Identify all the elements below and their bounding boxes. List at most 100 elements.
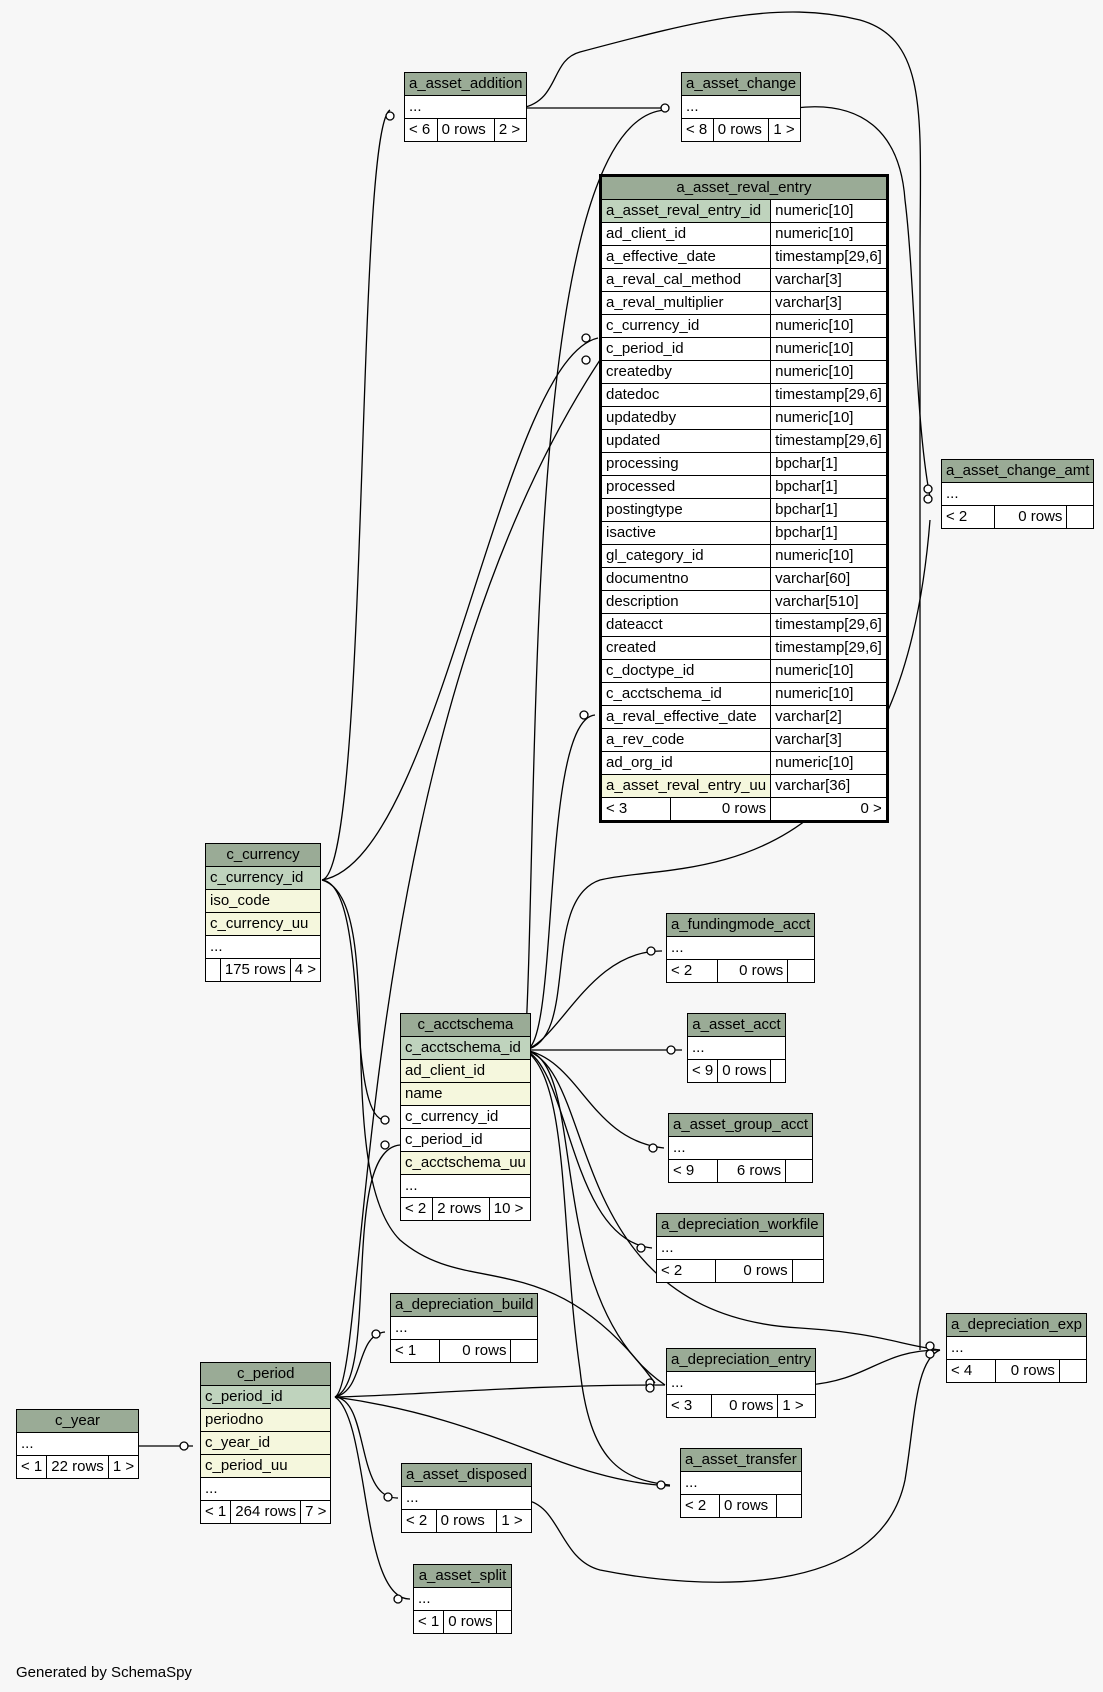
table-a-asset-reval-entry[interactable]: a_asset_reval_entry a_asset_reval_entry_… (599, 174, 889, 823)
row-count: 0 rows (669, 797, 772, 822)
parents-count (205, 958, 221, 982)
row-count: 22 rows (46, 1455, 109, 1479)
table-title: c_year (15, 1409, 140, 1433)
children-count: 1 > (768, 118, 802, 142)
fk-line-acctschema-change (524, 109, 666, 1051)
parents-count: < 9 (686, 1059, 719, 1083)
column-more: ... (403, 95, 528, 119)
children-count (770, 1059, 786, 1083)
row-count: 175 rows (219, 958, 291, 982)
column-name: isactive (599, 521, 772, 545)
table-a-depreciation-build[interactable]: a_depreciation_build ... < 1 0 rows (389, 1293, 539, 1363)
table-title: a_depreciation_workfile (656, 1213, 824, 1237)
parents-count: < 3 (666, 1394, 712, 1418)
row-count: 0 rows (438, 1339, 512, 1363)
parents-count: < 2 (401, 1509, 437, 1533)
column-name: c_doctype_id (599, 659, 772, 683)
table-a-asset-acct[interactable]: a_asset_acct ... < 9 0 rows (686, 1013, 786, 1083)
fk-line-period-disposed (334, 1396, 399, 1499)
column-name: processed (599, 475, 772, 499)
column-type: varchar[2] (770, 705, 888, 729)
table-a-asset-split[interactable]: a_asset_split ... < 1 0 rows (412, 1564, 512, 1634)
table-title: a_asset_acct (687, 1013, 786, 1037)
parents-count: < 3 (600, 797, 671, 822)
column-more: ... (656, 1236, 824, 1260)
table-a-asset-disposed[interactable]: a_asset_disposed ... < 2 0 rows 1 > (401, 1463, 532, 1533)
column-type: varchar[3] (770, 728, 888, 752)
column-more: ... (199, 1477, 332, 1501)
row-count: 0 rows (993, 505, 1068, 529)
fk-line-acctschema-groupacct (524, 1049, 665, 1149)
column-name: c_year_id (199, 1431, 332, 1455)
parents-count: < 1 (390, 1339, 440, 1363)
column-type: numeric[10] (770, 222, 888, 246)
table-a-asset-addition[interactable]: a_asset_addition ... < 6 0 rows 2 > (403, 72, 528, 142)
column-name: c_currency_id (400, 1105, 531, 1129)
table-c-period[interactable]: c_period c_period_id periodno c_year_id … (199, 1362, 332, 1524)
parents-count: < 1 (412, 1610, 445, 1634)
row-count: 2 rows (432, 1197, 490, 1221)
table-a-asset-group-acct[interactable]: a_asset_group_acct ... < 9 6 rows (667, 1113, 814, 1183)
column-type: bpchar[1] (770, 452, 888, 476)
fk-line-period-acctschema (334, 1144, 401, 1398)
column-type: numeric[10] (770, 682, 888, 706)
fk-line-acctschema-depentry (524, 1049, 666, 1386)
column-name: a_reval_effective_date (599, 705, 772, 729)
column-name: updatedby (599, 406, 772, 430)
column-name: updated (599, 429, 772, 453)
column-type: numeric[10] (770, 314, 888, 338)
table-a-asset-change[interactable]: a_asset_change ... < 8 0 rows 1 > (680, 72, 802, 142)
fk-line-period-transfer (334, 1396, 671, 1487)
fk-line-acctschema-funding (524, 950, 663, 1051)
column-type: varchar[36] (770, 774, 888, 798)
parents-count: < 6 (404, 118, 438, 142)
fk-line-change-changeamt (794, 106, 931, 498)
column-name: postingtype (599, 498, 772, 522)
table-a-depreciation-workfile[interactable]: a_depreciation_workfile ... < 2 0 rows (656, 1213, 824, 1283)
column-type: varchar[510] (770, 590, 888, 614)
table-title: a_asset_addition (403, 72, 528, 96)
column-more: ... (665, 1371, 817, 1395)
table-a-asset-change-amt[interactable]: a_asset_change_amt ... < 2 0 rows (940, 459, 1095, 529)
column-type: bpchar[1] (770, 475, 888, 499)
table-title: a_depreciation_entry (665, 1348, 817, 1372)
row-count: 264 rows (230, 1500, 302, 1524)
column-type: timestamp[29,6] (770, 636, 888, 660)
column-type: numeric[10] (770, 337, 888, 361)
column-name: c_currency_id (205, 866, 321, 890)
children-count: 1 > (496, 1509, 532, 1533)
fk-line-currency-addition (321, 109, 391, 881)
column-name: iso_code (205, 889, 321, 913)
table-a-asset-transfer[interactable]: a_asset_transfer ... < 2 0 rows (680, 1448, 802, 1518)
column-more: ... (400, 1174, 531, 1198)
children-count: 4 > (289, 958, 322, 982)
column-type: numeric[10] (770, 751, 888, 775)
column-more: ... (667, 1136, 814, 1160)
column-name: datedoc (599, 383, 772, 407)
children-count (1058, 1359, 1087, 1383)
column-type: numeric[10] (770, 544, 888, 568)
fk-line-addition-depexp (521, 11, 922, 1350)
column-type: bpchar[1] (770, 498, 888, 522)
table-a-fundingmode-acct[interactable]: a_fundingmode_acct ... < 2 0 rows (665, 913, 816, 983)
fk-line-disposed-depexp (524, 1349, 941, 1583)
row-count: 0 rows (719, 1494, 777, 1518)
fk-line-depentry-depexp (807, 1349, 941, 1386)
fk-line-currency-reval (321, 337, 599, 881)
column-name: gl_category_id (599, 544, 772, 568)
fk-line-currency-depentry (321, 879, 656, 1384)
fk-line-acctschema-depexp (524, 1049, 941, 1351)
table-c-year[interactable]: c_year ... < 1 22 rows 1 > (15, 1409, 140, 1479)
children-count (785, 1159, 814, 1183)
table-c-acctschema[interactable]: c_acctschema c_acctschema_id ad_client_i… (399, 1013, 531, 1221)
column-more: ... (940, 482, 1095, 506)
children-count: 0 > (770, 797, 888, 822)
column-more: ... (687, 1036, 786, 1060)
table-c-currency[interactable]: c_currency c_currency_id iso_code c_curr… (205, 843, 322, 982)
table-title: a_asset_change (680, 72, 802, 96)
children-count: 10 > (488, 1197, 531, 1221)
table-a-depreciation-exp[interactable]: a_depreciation_exp ... < 4 0 rows (946, 1313, 1087, 1383)
table-a-depreciation-entry[interactable]: a_depreciation_entry ... < 3 0 rows 1 > (665, 1348, 817, 1418)
row-count: 0 rows (712, 118, 770, 142)
